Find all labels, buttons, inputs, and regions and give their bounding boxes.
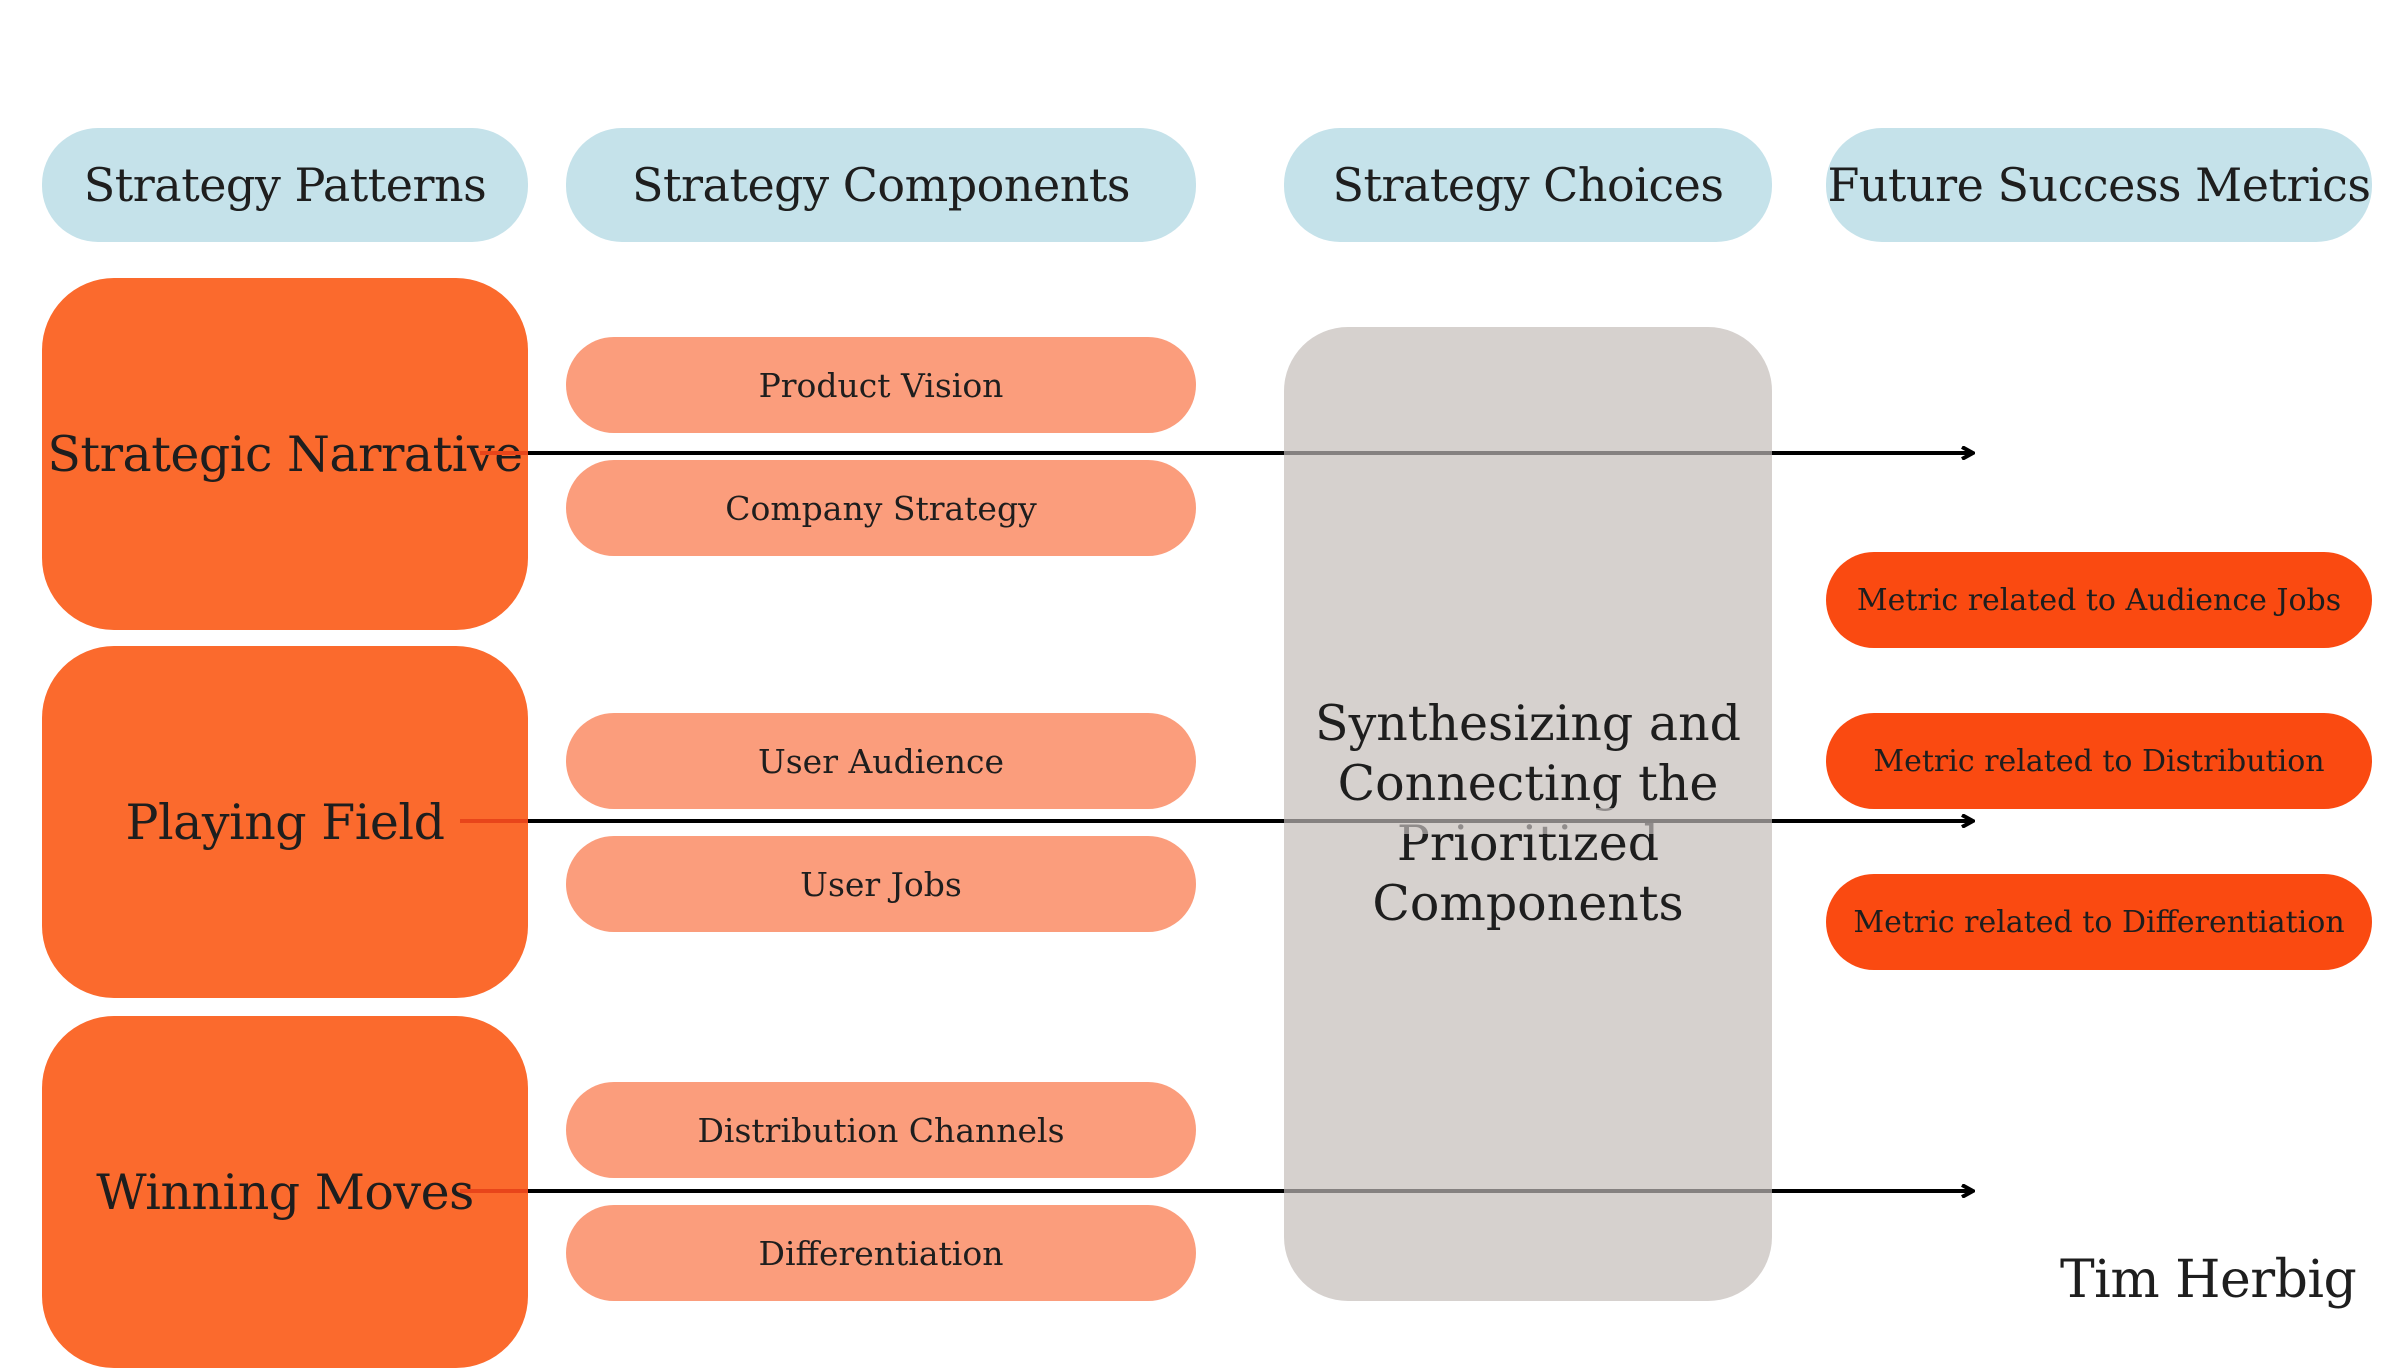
pattern-playing-field: Playing Field bbox=[42, 646, 528, 998]
header-future-success-metrics: Future Success Metrics bbox=[1826, 128, 2372, 242]
component-distribution-channels: Distribution Channels bbox=[566, 1082, 1196, 1178]
component-company-strategy: Company Strategy bbox=[566, 460, 1196, 556]
metric-distribution: Metric related to Distribution bbox=[1826, 713, 2372, 809]
header-strategy-choices: Strategy Choices bbox=[1284, 128, 1772, 242]
component-user-audience: User Audience bbox=[566, 713, 1196, 809]
header-strategy-components: Strategy Components bbox=[566, 128, 1196, 242]
component-user-jobs: User Jobs bbox=[566, 836, 1196, 932]
author-signature: Tim Herbig bbox=[2060, 1250, 2357, 1310]
pattern-winning-moves: Winning Moves bbox=[42, 1016, 528, 1368]
component-differentiation: Differentiation bbox=[566, 1205, 1196, 1301]
metric-audience-jobs: Metric related to Audience Jobs bbox=[1826, 552, 2372, 648]
header-strategy-patterns: Strategy Patterns bbox=[42, 128, 528, 242]
metric-differentiation: Metric related to Differentiation bbox=[1826, 874, 2372, 970]
pattern-strategic-narrative: Strategic Narrative bbox=[42, 278, 528, 630]
component-product-vision: Product Vision bbox=[566, 337, 1196, 433]
